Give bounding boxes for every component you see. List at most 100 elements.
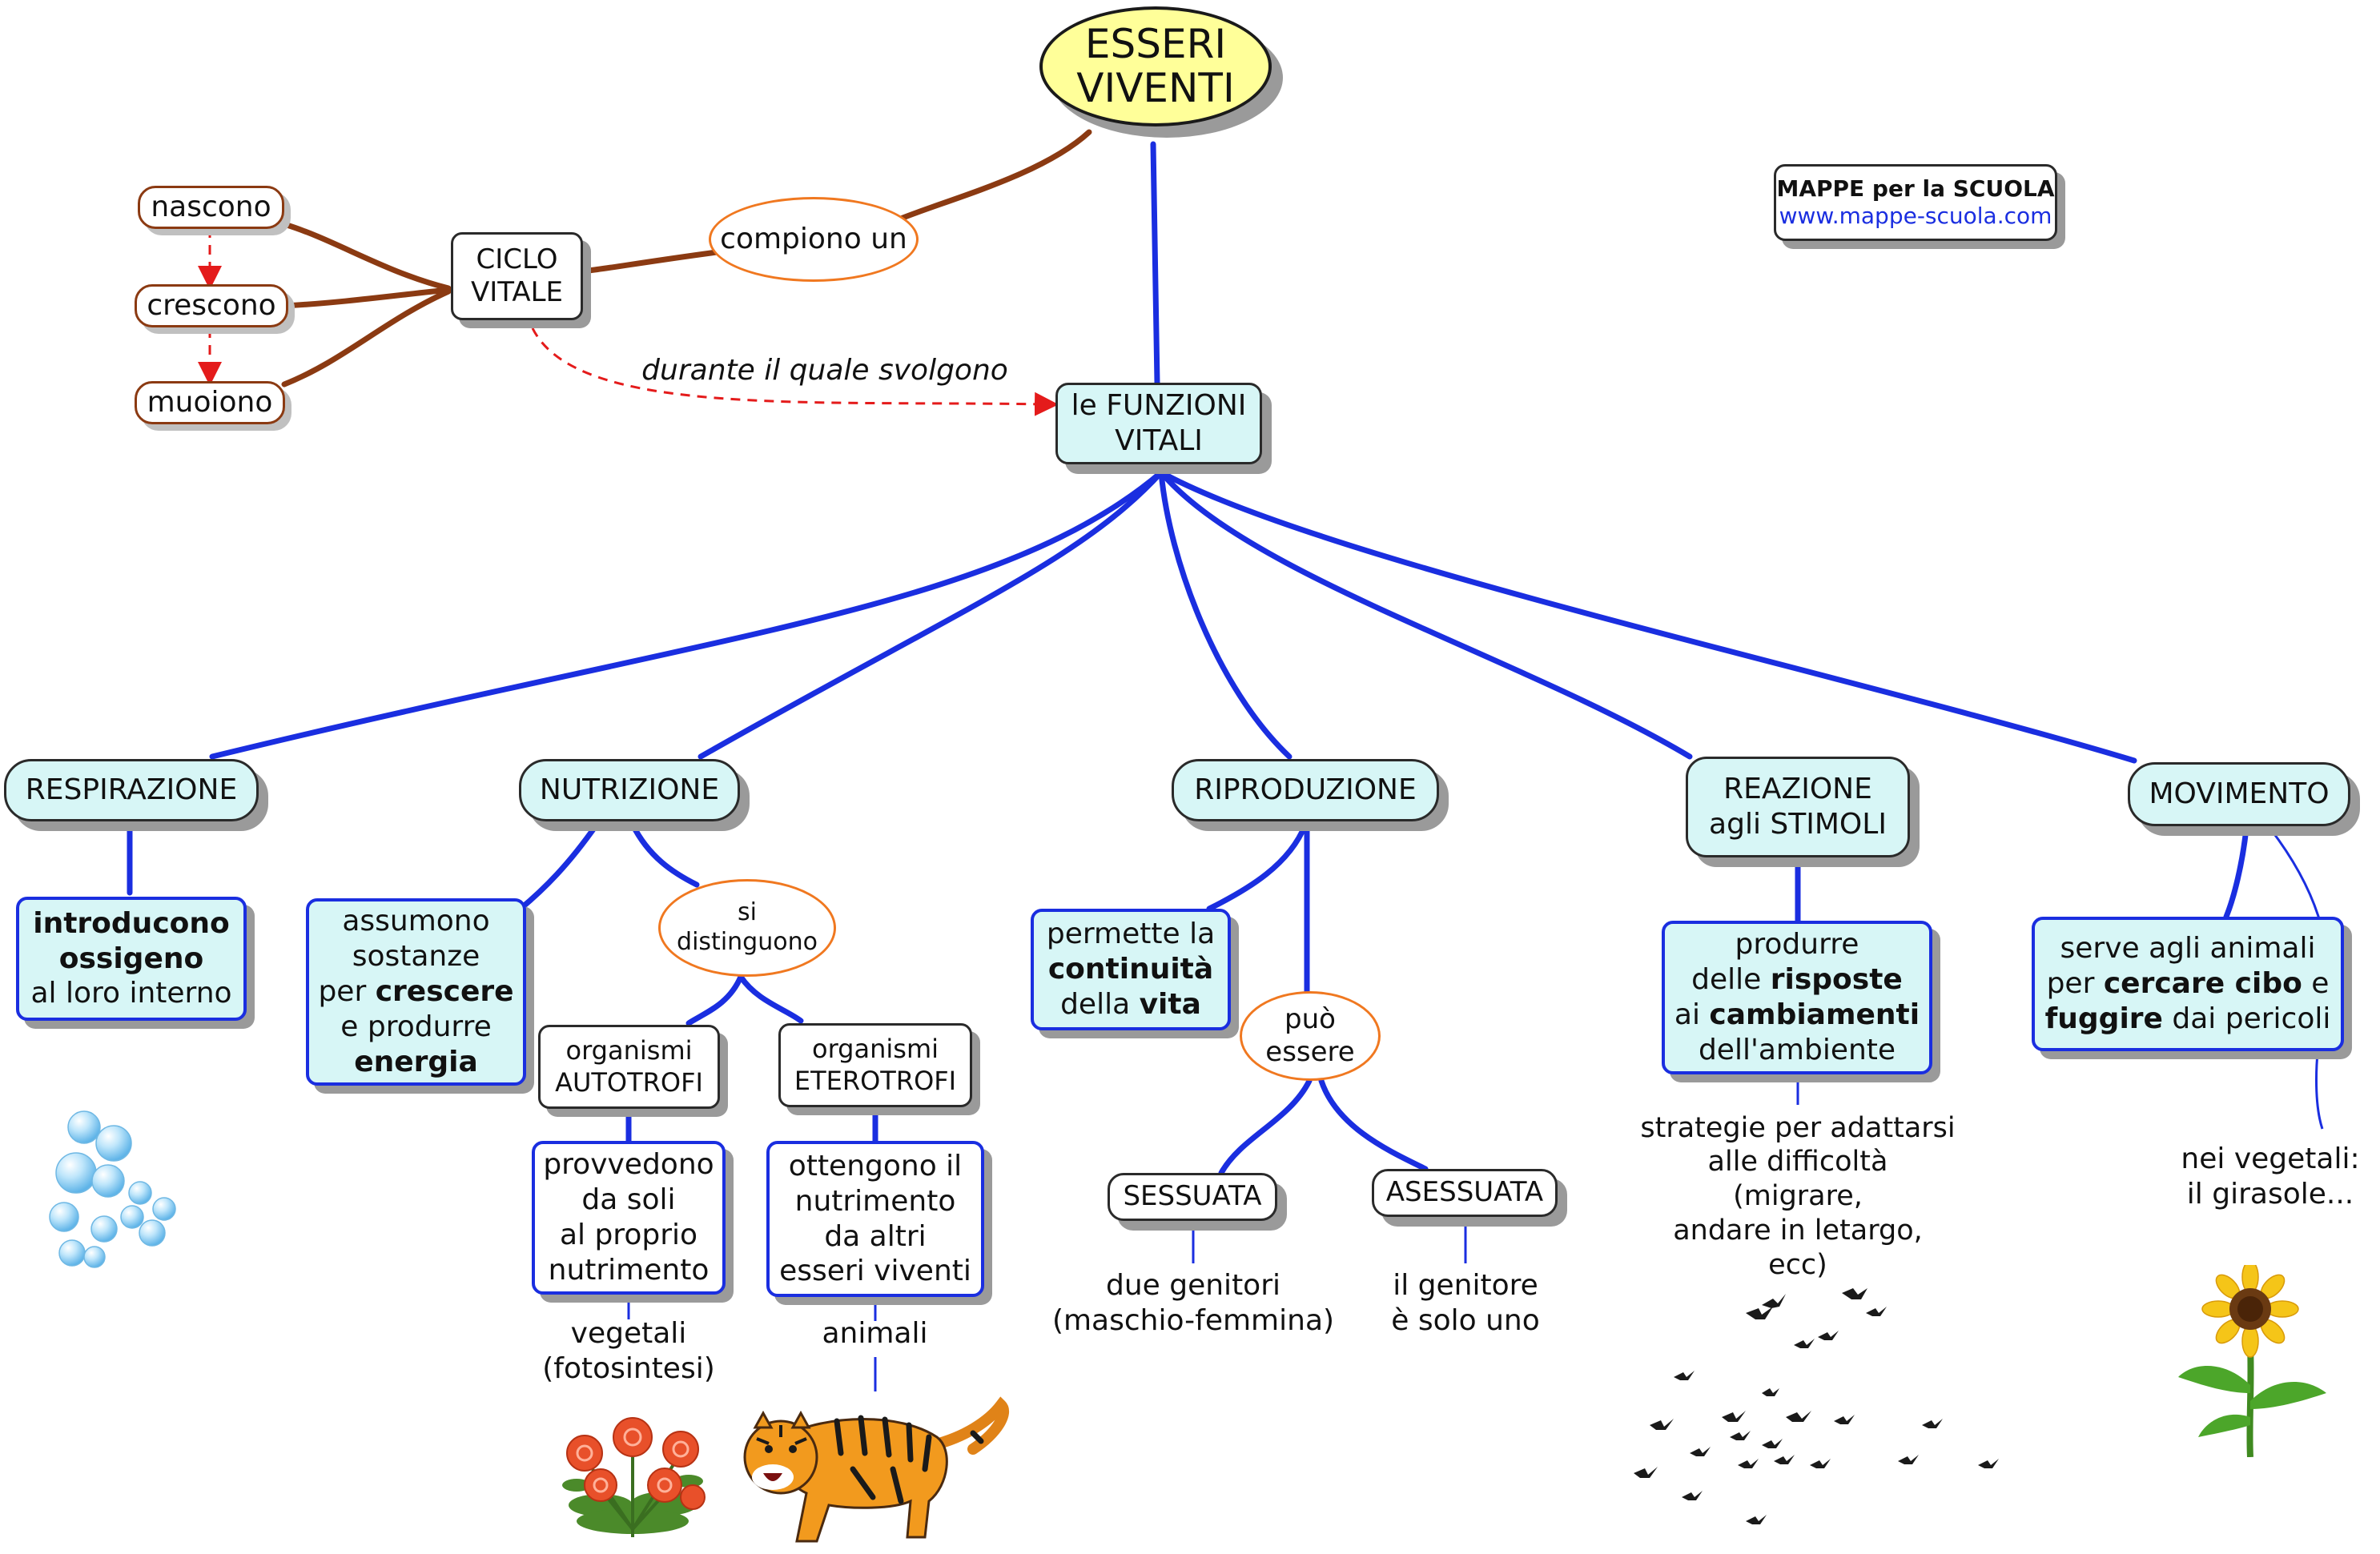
reazione-desc-cambiamenti: cambiamenti bbox=[1709, 998, 1920, 1031]
sessuata-node: SESSUATA bbox=[1108, 1173, 1277, 1221]
eterotrofi-desc-4: esseri viventi bbox=[779, 1255, 971, 1288]
riproduzione-label: RIPRODUZIONE bbox=[1194, 773, 1417, 807]
asessuata-node: ASESSUATA bbox=[1372, 1169, 1558, 1217]
asessuata-desc-1: il genitore bbox=[1393, 1269, 1538, 1303]
movimento-note-1: nei vegetali: bbox=[2181, 1142, 2360, 1176]
reazione-desc: produrre delle risposte ai cambiamenti d… bbox=[1662, 921, 1932, 1074]
autotrofi-desc-1: provvedono bbox=[543, 1148, 714, 1182]
nutrizione-desc-3: per crescere bbox=[318, 975, 514, 1009]
respirazione-desc-2: ossigeno bbox=[58, 942, 204, 975]
cycle-node: CICLO VITALE bbox=[451, 232, 583, 320]
asessuata-label: ASESSUATA bbox=[1385, 1176, 1544, 1209]
movimento-desc-2: per cercare cibo e bbox=[2046, 967, 2330, 1001]
asessuata-desc: il genitore è solo uno bbox=[1361, 1265, 1570, 1342]
water-bubbles-icon bbox=[49, 1110, 176, 1268]
respirazione-label: RESPIRAZIONE bbox=[25, 773, 238, 807]
credit-name: MAPPE per la SCUOLA bbox=[1776, 175, 2055, 202]
stage-crescono: crescono bbox=[135, 284, 288, 327]
respirazione-desc: introducono ossigeno al loro interno bbox=[16, 897, 247, 1021]
autotrofi-example-2: (fotosintesi) bbox=[542, 1352, 715, 1385]
autotrofi-desc: provvedono da soli al proprio nutrimento bbox=[532, 1141, 726, 1295]
flying-birds-icon bbox=[1634, 1288, 1999, 1524]
link-distinguono-1: si bbox=[738, 898, 757, 927]
sessuata-desc: due genitori (maschio-femmina) bbox=[1041, 1265, 1345, 1342]
sunflower-icon bbox=[2178, 1265, 2326, 1457]
credit-url[interactable]: www.mappe-scuola.com bbox=[1779, 203, 2052, 229]
link-distinguono: si distinguono bbox=[658, 879, 836, 977]
respirazione-node: RESPIRAZIONE bbox=[4, 759, 259, 821]
nutrizione-desc-crescere: crescere bbox=[375, 975, 514, 1009]
reazione-note: strategie per adattarsi alle difficoltà … bbox=[1614, 1106, 1982, 1287]
eterotrofi-example: animali bbox=[793, 1313, 957, 1355]
line-puo-sessuata bbox=[1218, 1078, 1313, 1176]
line-nutr-distinguono bbox=[629, 821, 700, 888]
nutrizione-desc-2: sostanze bbox=[352, 940, 480, 974]
link-puo-1: può bbox=[1284, 1002, 1336, 1035]
reazione-desc-2: delle risposte bbox=[1691, 963, 1903, 997]
blue-connectors bbox=[127, 141, 2249, 1176]
autotrofi-example: vegetali (fotosintesi) bbox=[521, 1313, 737, 1390]
movimento-desc-fuggire: fuggire bbox=[2044, 1002, 2163, 1035]
line-functions-reazione bbox=[1158, 469, 1693, 760]
reazione-desc-1: produrre bbox=[1735, 928, 1859, 962]
eterotrofi-desc-3: da altri bbox=[824, 1219, 927, 1253]
sessuata-label: SESSUATA bbox=[1123, 1180, 1262, 1213]
riproduzione-desc-vita: vita bbox=[1139, 987, 1201, 1021]
line-ripr-permette bbox=[1206, 821, 1309, 912]
cycle-line-1: CICLO bbox=[476, 243, 558, 275]
line-nascono bbox=[281, 221, 452, 291]
stage-muoiono-label: muoiono bbox=[147, 386, 273, 420]
stage-nascono-label: nascono bbox=[151, 191, 271, 224]
line-muoiono bbox=[281, 288, 452, 387]
movimento-note: nei vegetali: il girasole... bbox=[2162, 1137, 2378, 1217]
line-dist-etero bbox=[738, 974, 804, 1024]
respirazione-desc-3: al loro interno bbox=[30, 977, 232, 1010]
movimento-desc-1: serve agli animali bbox=[2060, 932, 2316, 966]
autotrofi-line-2: AUTOTROFI bbox=[555, 1066, 703, 1098]
red-dashed-arrows bbox=[198, 228, 1059, 416]
movimento-desc-cibo: cercare cibo bbox=[2103, 967, 2302, 1001]
link-puo-essere: può essere bbox=[1240, 991, 1381, 1081]
dashed-label-text: durante il quale svolgono bbox=[641, 354, 1008, 387]
functions-node: le FUNZIONI VITALI bbox=[1055, 383, 1262, 464]
line-label-cycle bbox=[585, 249, 720, 274]
movimento-desc: serve agli animali per cercare cibo e fu… bbox=[2032, 917, 2344, 1051]
stage-nascono: nascono bbox=[138, 186, 284, 229]
stage-crescono-label: crescono bbox=[147, 289, 276, 323]
eterotrofi-example-1: animali bbox=[822, 1317, 928, 1351]
reazione-note-1: strategie per adattarsi bbox=[1640, 1111, 1956, 1144]
movimento-node: MOVIMENTO bbox=[2128, 762, 2350, 826]
reazione-note-4: andare in letargo, bbox=[1673, 1214, 1923, 1247]
asessuata-desc-2: è solo uno bbox=[1391, 1304, 1540, 1337]
autotrofi-example-1: vegetali bbox=[570, 1317, 687, 1351]
nutrizione-node: NUTRIZIONE bbox=[519, 759, 740, 821]
reazione-desc-risposte: risposte bbox=[1770, 963, 1903, 997]
movimento-label: MOVIMENTO bbox=[2149, 777, 2330, 811]
line-functions-nutrizione bbox=[698, 469, 1164, 760]
nutrizione-desc-5: energia bbox=[354, 1045, 478, 1078]
autotrofi-desc-2: da soli bbox=[581, 1183, 676, 1217]
eterotrofi-desc-1: ottengono il bbox=[788, 1149, 963, 1183]
arrow-cycle-functions bbox=[531, 327, 1059, 416]
autotrofi-desc-4: nutrimento bbox=[548, 1253, 710, 1287]
line-crescono bbox=[281, 287, 452, 309]
reazione-note-2: alle difficoltà bbox=[1707, 1146, 1888, 1179]
riproduzione-desc-1: permette la bbox=[1046, 918, 1216, 951]
movimento-desc-3: fuggire dai pericoli bbox=[2044, 1002, 2331, 1035]
line-functions-respirazione bbox=[209, 469, 1164, 760]
credit-box: MAPPE per la SCUOLA www.mappe-scuola.com bbox=[1774, 164, 2057, 241]
link-puo-2: essere bbox=[1265, 1036, 1355, 1068]
riproduzione-node: RIPRODUZIONE bbox=[1172, 759, 1439, 821]
tiger-icon bbox=[743, 1396, 1010, 1543]
reazione-desc-3: ai cambiamenti bbox=[1674, 998, 1920, 1031]
autotrofi-node: organismi AUTOTROFI bbox=[538, 1025, 720, 1109]
nutrizione-desc: assumono sostanze per crescere e produrr… bbox=[306, 898, 526, 1086]
title-line-1: ESSERI bbox=[1084, 21, 1227, 67]
nutrizione-desc-1: assumono bbox=[342, 905, 490, 938]
link-compiono-label: compiono un bbox=[720, 223, 907, 256]
riproduzione-desc-3: della vita bbox=[1060, 987, 1201, 1021]
autotrofi-line-1: organismi bbox=[565, 1035, 693, 1066]
reazione-note-5: ecc) bbox=[1768, 1248, 1827, 1281]
eterotrofi-node: organismi ETEROTROFI bbox=[778, 1023, 972, 1107]
